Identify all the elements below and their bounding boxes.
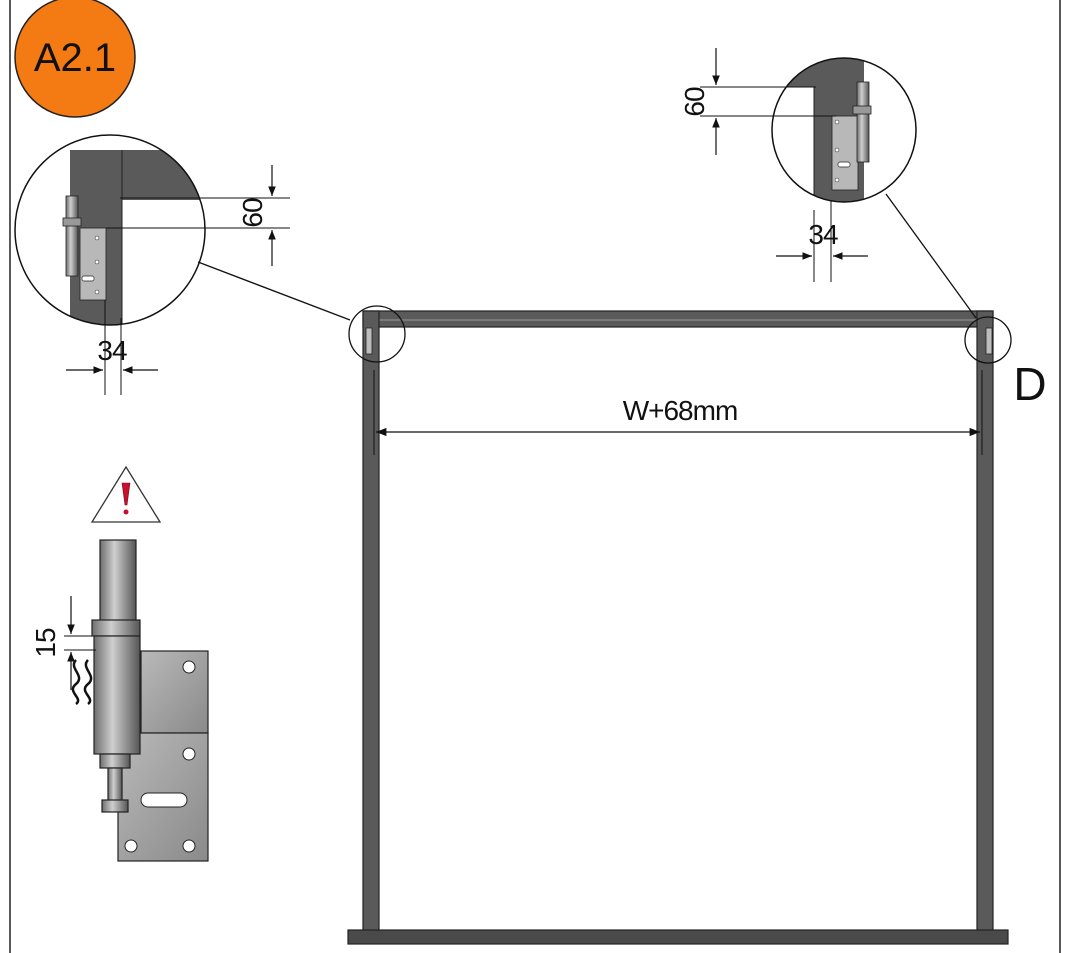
detail-left-width-dim: 34: [97, 335, 127, 366]
door-frame: [347, 305, 1012, 945]
width-dimension-label: W+68mm: [623, 395, 738, 426]
detail-right-width-dim: 34: [808, 219, 838, 250]
width-dimension: W+68mm: [373, 370, 983, 455]
warning-triangle-icon: [90, 465, 162, 523]
wavy-break-mark: [71, 659, 81, 705]
step-badge: A2.1: [14, 0, 136, 118]
detail-left: 60 34: [14, 134, 290, 395]
leader-line-left: [197, 261, 351, 321]
latch-gap-dim: 15: [30, 628, 61, 658]
detail-right-height-dim: 60: [679, 87, 710, 117]
side-label: D: [1013, 358, 1046, 410]
detail-right: 60 34: [679, 48, 917, 282]
leader-line-right: [885, 193, 977, 319]
detail-left-height-dim: 60: [237, 198, 268, 228]
latch-detail: 15: [30, 539, 209, 862]
step-badge-label: A2.1: [34, 36, 116, 80]
